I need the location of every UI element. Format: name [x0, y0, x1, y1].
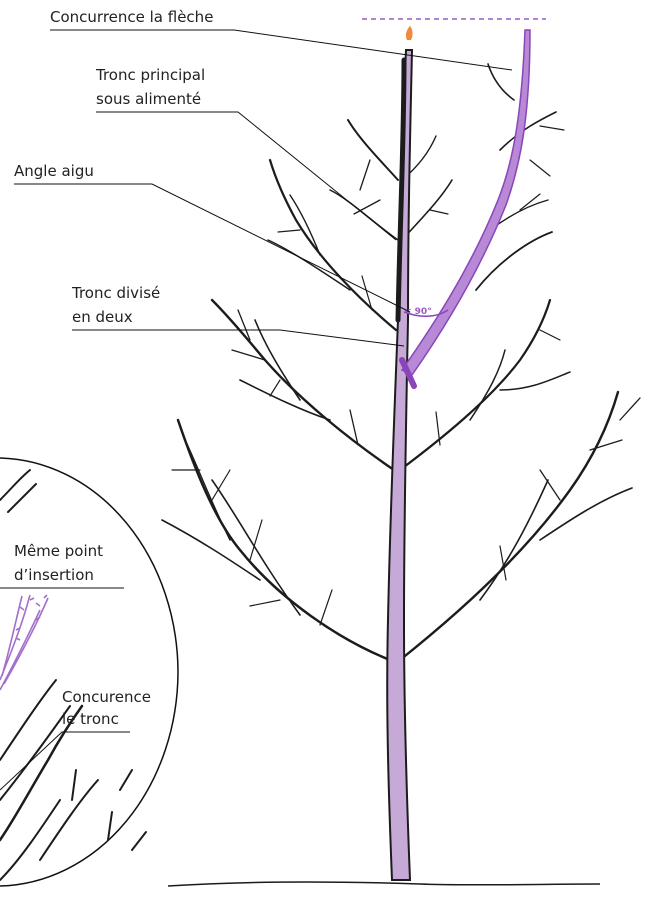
- leader-tip-marker: [406, 26, 413, 40]
- label-meme-point-1: Même point: [14, 542, 103, 560]
- inset-branch: [108, 812, 112, 840]
- label-concurence-tronc-1: Concurence: [62, 688, 151, 706]
- label-tronc-divise-2: en deux: [72, 308, 133, 326]
- label-angle-aigu: Angle aigu: [14, 162, 94, 180]
- inset-branch: [40, 780, 98, 860]
- inset-branch: [0, 800, 60, 880]
- inset-purple-shoots: [0, 595, 48, 690]
- leader-line: [50, 30, 512, 70]
- inset-branch: [72, 770, 76, 800]
- competing-leader: [402, 30, 530, 375]
- inset-branch: [0, 706, 70, 800]
- inset-branch: [120, 770, 132, 790]
- leader-line: [96, 112, 396, 240]
- label-concurrence-fleche: Concurrence la flèche: [50, 8, 213, 26]
- leader-line: [72, 330, 404, 346]
- angle-value: < 90°: [404, 307, 432, 317]
- annotation-tronc-principal: Tronc principal sous alimenté: [95, 66, 396, 240]
- label-tronc-principal-1: Tronc principal: [95, 66, 205, 84]
- detail-inset: [0, 458, 178, 886]
- annotation-concurrence-fleche: Concurrence la flèche: [50, 8, 512, 70]
- label-tronc-principal-2: sous alimenté: [96, 90, 201, 108]
- ground-line: [168, 882, 600, 886]
- annotation-meme-point: Même point d’insertion: [0, 542, 124, 588]
- label-tronc-divise-1: Tronc divisé: [71, 284, 160, 302]
- label-meme-point-2: d’insertion: [14, 566, 94, 584]
- inset-branch: [0, 680, 56, 760]
- inset-circle: [0, 458, 178, 886]
- label-concurence-tronc-2: le tronc: [62, 710, 119, 728]
- leader-line: [0, 732, 130, 790]
- inset-branch: [132, 832, 146, 850]
